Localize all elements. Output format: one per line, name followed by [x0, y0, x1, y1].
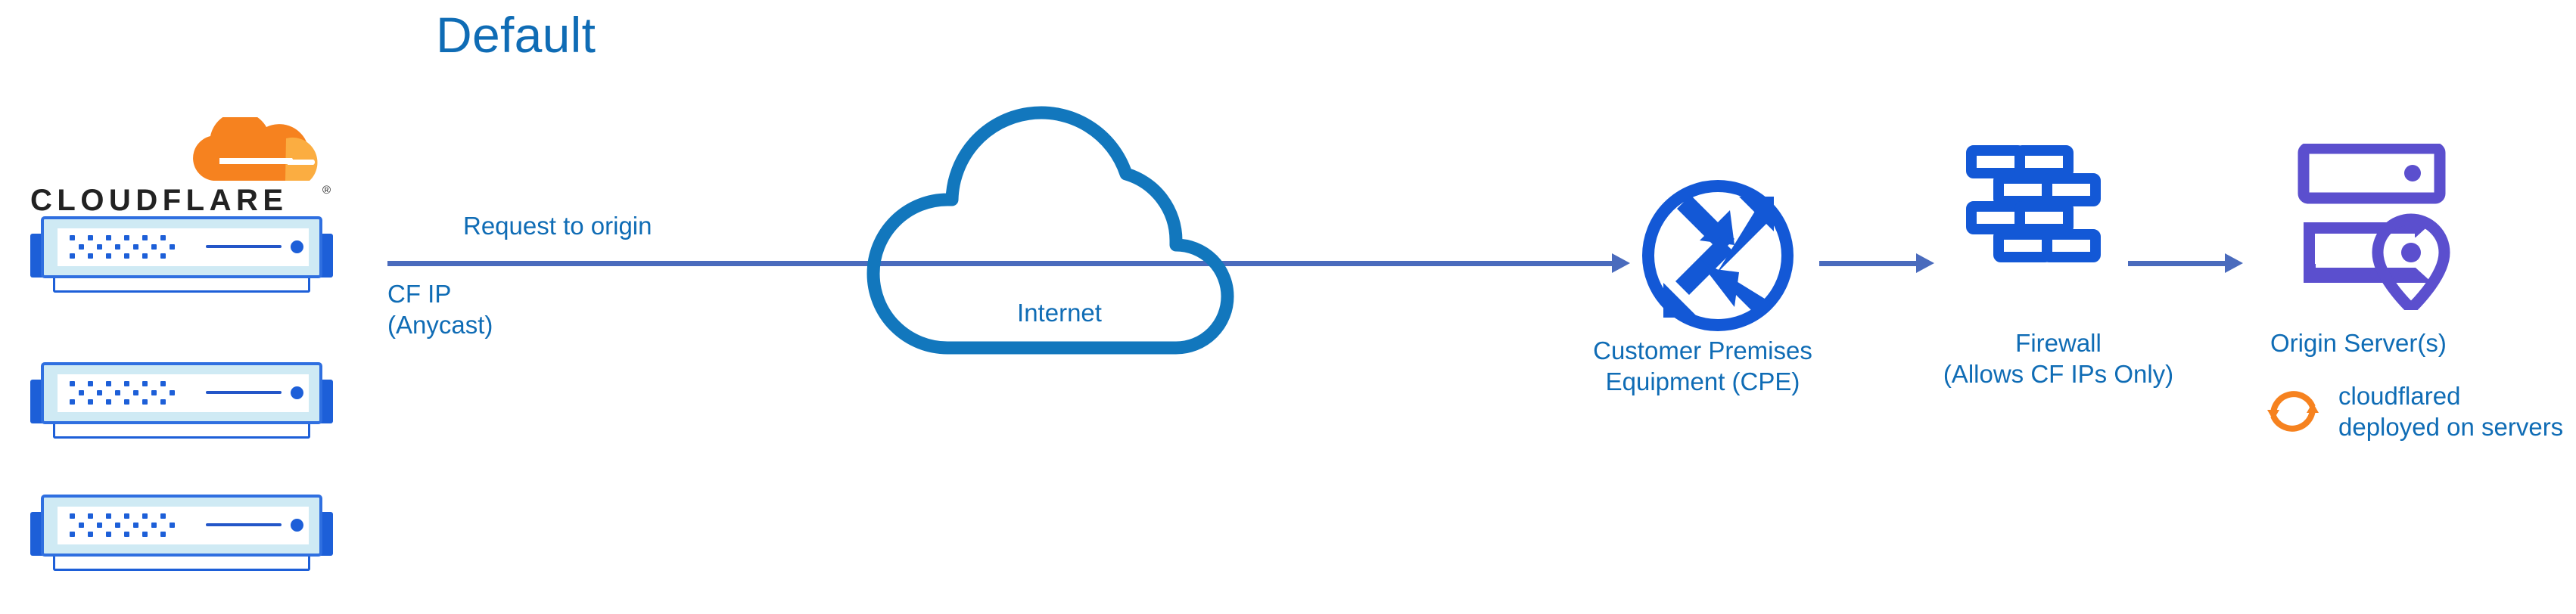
firewall-to-origin-arrow-line: [2128, 261, 2226, 266]
cpe-to-firewall-arrow-line: [1819, 261, 1918, 266]
server-vents-icon: [70, 235, 176, 259]
server-slot: [206, 523, 282, 526]
server-tab-left: [30, 234, 44, 278]
cloudflare-wordmark: CLOUDFLARE: [30, 184, 288, 217]
request-to-origin-label: Request to origin: [463, 212, 652, 240]
sync-arrows-icon: [2261, 380, 2325, 447]
server-body: [41, 362, 322, 424]
server-body: [41, 216, 322, 278]
cpe-to-firewall-arrow-head-icon: [1916, 253, 1934, 273]
firewall-label: Firewall (Allows CF IPs Only): [1943, 329, 2174, 388]
server-body: [41, 495, 322, 557]
registered-trademark-mark: ®: [322, 184, 331, 197]
brick-wall-icon: [1966, 145, 2130, 276]
server-face: [58, 374, 309, 412]
server-appliance-icon: [30, 213, 333, 298]
server-vents-icon: [70, 513, 176, 538]
server-rack-pin-icon: [2298, 142, 2467, 315]
cpe-label: Customer Premises Equipment (CPE): [1593, 336, 1812, 395]
cloudflare-logo: CLOUDFLARE ®: [30, 111, 333, 217]
server-slot: [206, 245, 282, 248]
server-tab-left: [30, 380, 44, 423]
server-led-indicator: [291, 386, 303, 399]
server-led-indicator: [291, 519, 303, 532]
server-vents-icon: [70, 381, 176, 405]
server-slot: [206, 391, 282, 394]
server-face: [58, 507, 309, 544]
server-face: [58, 228, 309, 266]
router-arrows-circle-icon: [1638, 175, 1798, 340]
cloudflare-cloud-icon: [174, 111, 325, 186]
server-led-indicator: [291, 240, 303, 253]
firewall-to-origin-arrow-head-icon: [2225, 253, 2243, 273]
request-arrow-head-icon: [1612, 253, 1630, 273]
cloudflared-note-label: cloudflared deployed on servers: [2338, 382, 2564, 441]
server-tab-right: [319, 512, 333, 556]
server-tab-left: [30, 512, 44, 556]
server-tab-right: [319, 380, 333, 423]
origin-server-label: Origin Server(s): [2270, 329, 2447, 357]
server-appliance-icon: [30, 359, 333, 444]
cf-ip-anycast-label: CF IP (Anycast): [387, 280, 493, 339]
page-title: Default: [436, 7, 596, 63]
request-arrow-line: [387, 261, 1613, 266]
server-appliance-icon: [30, 492, 333, 576]
internet-label: Internet: [1017, 299, 1102, 327]
server-tab-right: [319, 234, 333, 278]
cloud-outline-icon: [840, 106, 1279, 355]
